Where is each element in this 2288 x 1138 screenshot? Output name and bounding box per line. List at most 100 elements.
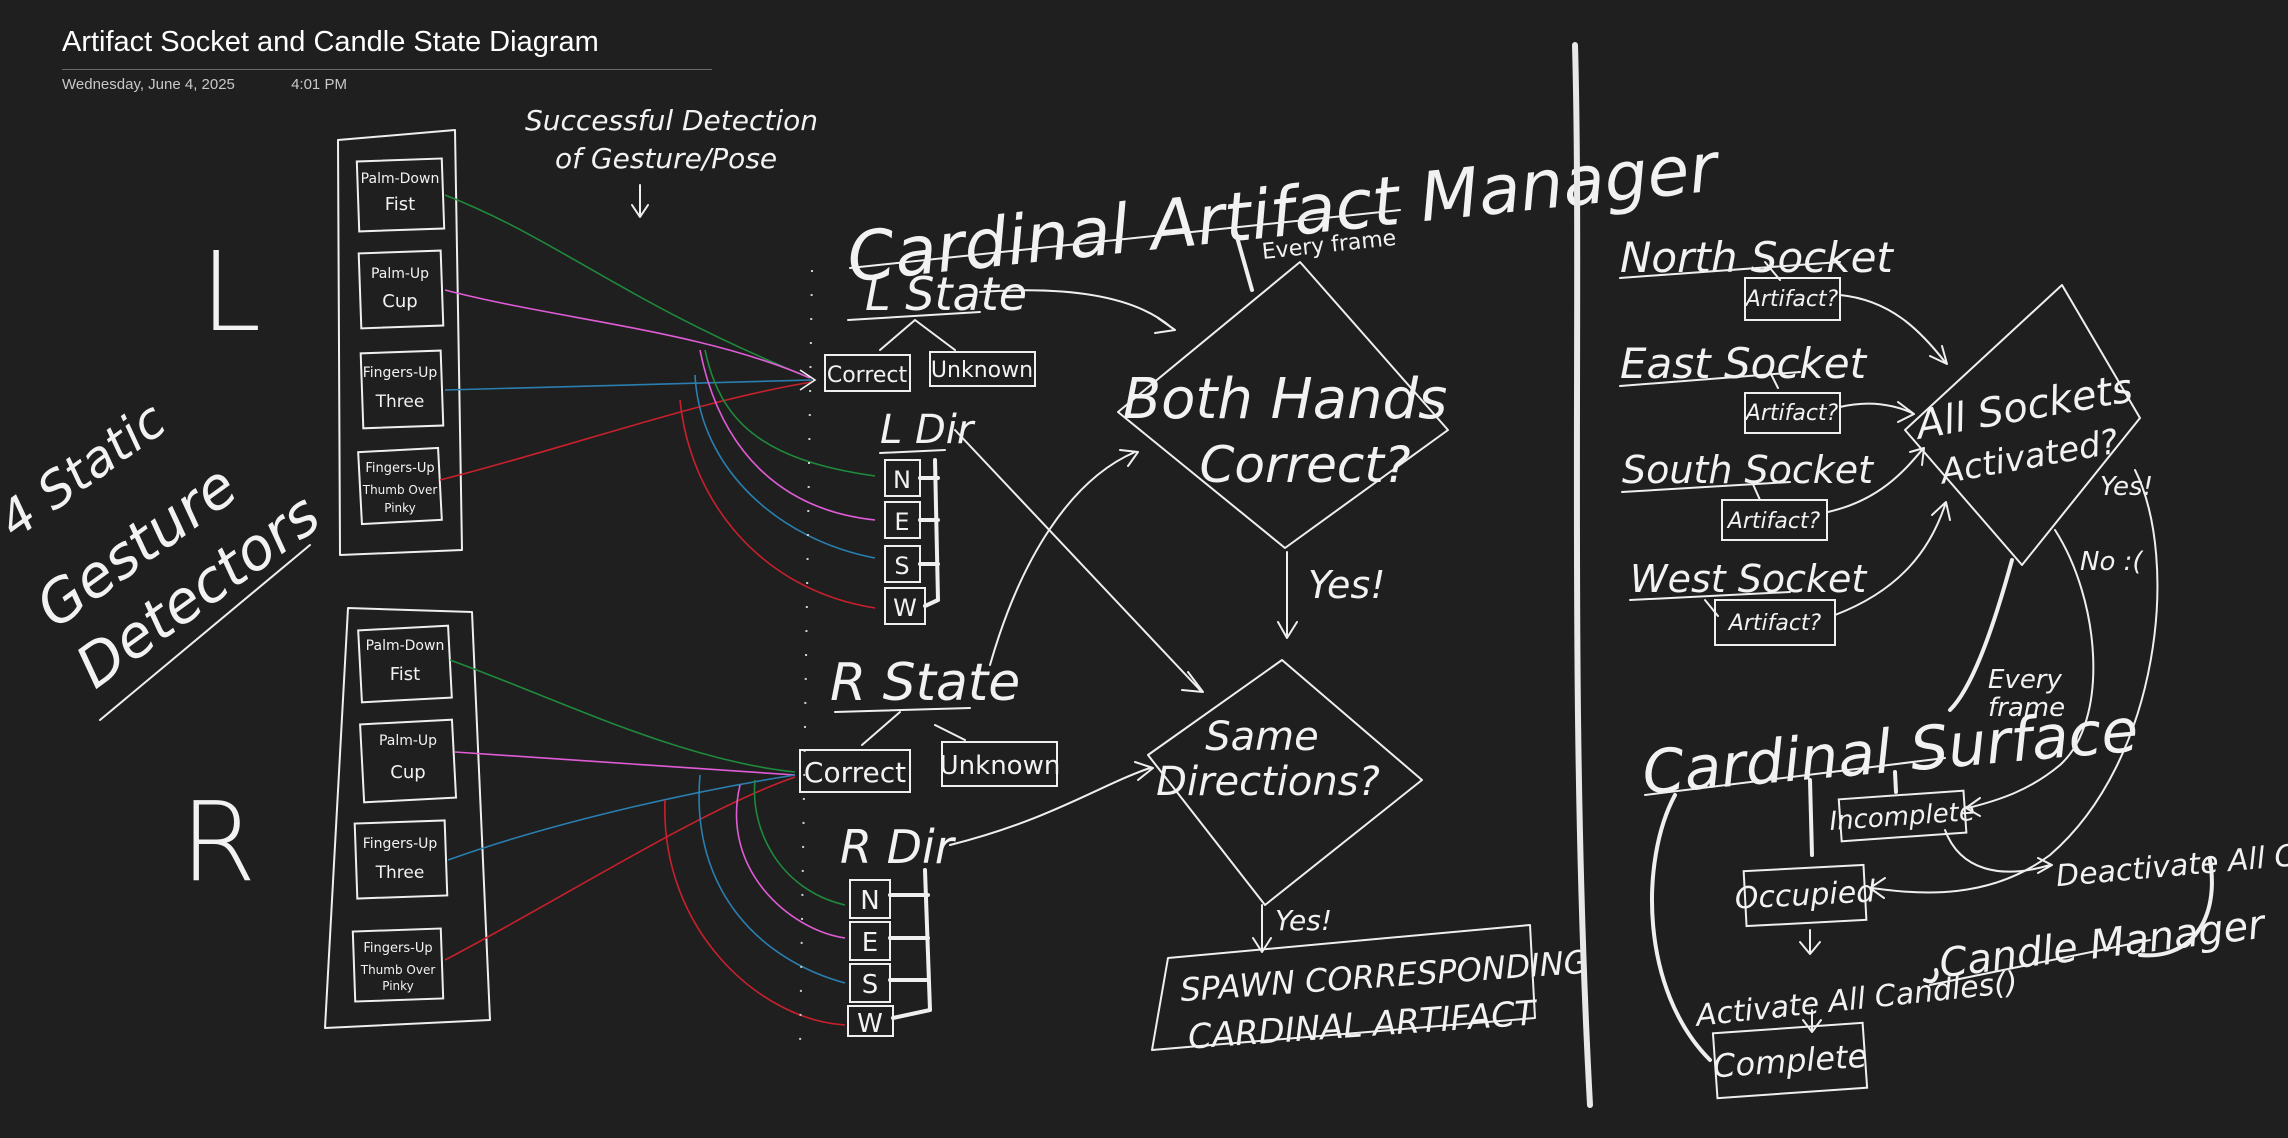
all-sockets-decision[interactable]: All Sockets Activated?	[1904, 284, 2141, 566]
right-gesture-pinky[interactable]: Fingers-Up Thumb Over Pinky	[351, 927, 445, 1003]
south-socket[interactable]: South Socket Artifact?	[1621, 448, 1875, 541]
page-header: Artifact Socket and Candle State Diagram…	[62, 26, 712, 93]
occupied-to-activate-arrow	[1799, 929, 1821, 955]
south-artifact-check: Artifact?	[1726, 509, 1821, 534]
l-state-branches	[847, 311, 981, 351]
l-dir-n: N	[893, 466, 911, 494]
gesture-label-r0a: Palm-Down	[366, 638, 445, 654]
both-hands-line2: Correct?	[1199, 436, 1410, 494]
left-gesture-three[interactable]: Fingers-Up Three	[359, 349, 445, 430]
same-directions-decision[interactable]: Same Directions?	[1147, 659, 1423, 906]
gesture-label-r3a: Fingers-Up	[363, 941, 432, 956]
l-correct-text: Correct	[827, 363, 908, 388]
l-dir-w: W	[893, 594, 917, 622]
l-dir-label: L Dir	[880, 407, 976, 453]
l-dir-list: N E S W	[884, 458, 940, 625]
left-detector-frame	[337, 129, 463, 556]
both-hands-decision[interactable]: Both Hands Correct?	[1117, 261, 1449, 549]
east-socket[interactable]: East Socket Artifact?	[1619, 339, 1868, 434]
right-detection-lines	[444, 659, 846, 1026]
no-to-incomplete-arrow	[1965, 529, 2095, 817]
gesture-label-l0b: Fist	[385, 194, 415, 215]
activate-to-complete-arrow	[1802, 1009, 1822, 1033]
r-correct-text: Correct	[804, 756, 906, 789]
l-dir-to-same-arrow	[954, 429, 1204, 693]
artifact-manager: Cardinal Artifact Manager Every frame L …	[799, 128, 1725, 1058]
detection-annotation: Successful Detection of Gesture/Pose	[525, 104, 818, 218]
right-gesture-three[interactable]: Fingers-Up Three	[353, 819, 449, 900]
gesture-label-r3c: Pinky	[382, 979, 414, 993]
right-gesture-cup[interactable]: Palm-Up Cup	[359, 718, 458, 804]
yes-label-2: Yes!	[1275, 904, 1332, 937]
west-arrow	[1834, 501, 1951, 616]
activate-link-curve	[1923, 968, 1939, 984]
occupied-state[interactable]: Occupied	[1734, 863, 1877, 928]
surface-title: Cardinal Surface	[1640, 696, 2141, 809]
every-frame-tick	[1233, 228, 1254, 292]
r-state-to-decision-arrow	[989, 449, 1139, 666]
west-artifact-check: Artifact?	[1727, 611, 1822, 636]
right-detector-frame	[324, 607, 491, 1029]
r-unknown-box[interactable]: Unknown	[940, 741, 1061, 787]
l-dir-e: E	[894, 508, 909, 536]
left-gesture-fist[interactable]: Palm-Down Fist	[355, 157, 446, 233]
r-dir-s: S	[862, 970, 879, 1000]
incomplete-state[interactable]: Incomplete	[1828, 789, 1976, 843]
left-gesture-pinky[interactable]: Fingers-Up Thumb Over Pinky	[357, 446, 443, 526]
incomplete-text: Incomplete	[1828, 797, 1975, 837]
every-frame-right-2: frame	[1988, 693, 2065, 723]
r-correct-box[interactable]: Correct	[799, 749, 911, 793]
west-socket[interactable]: West Socket Artifact?	[1629, 557, 1868, 646]
l-unknown-box[interactable]: Unknown	[929, 351, 1036, 387]
gesture-label-l3a: Fingers-Up	[365, 461, 434, 476]
r-dir-w: W	[857, 1009, 883, 1039]
left-detector-column: Palm-Down Fist Palm-Up Cup Fingers-Up Th…	[337, 129, 463, 556]
l-unknown-text: Unknown	[931, 358, 1033, 383]
surface-to-occupied	[1808, 778, 1814, 857]
r-unknown-text: Unknown	[940, 751, 1061, 781]
r-state-branches	[834, 707, 971, 746]
gesture-label-l1a: Palm-Up	[371, 266, 429, 282]
surface-to-incomplete	[1893, 770, 1898, 794]
page-title[interactable]: Artifact Socket and Candle State Diagram	[62, 26, 712, 70]
yes-to-occupied-arrow	[1869, 469, 2159, 899]
gesture-label-r1a: Palm-Up	[379, 733, 437, 749]
gesture-label-r3b: Thumb Over	[360, 963, 436, 977]
static-gesture-label: 4 Static Gesture Detectors	[0, 391, 332, 721]
page-meta: Wednesday, June 4, 2025 4:01 PM	[62, 76, 712, 93]
left-gesture-cup[interactable]: Palm-Up Cup	[357, 249, 445, 330]
gesture-label-r1b: Cup	[390, 762, 425, 783]
north-artifact-check: Artifact?	[1744, 287, 1839, 312]
surface-underline	[1644, 757, 1946, 796]
every-frame-right-connector	[1948, 558, 2014, 712]
detection-label-line1: Successful Detection	[525, 104, 818, 137]
gesture-label-l3b: Thumb Over	[362, 483, 438, 497]
same-dirs-line1: Same	[1205, 714, 1318, 760]
gesture-label-l0a: Palm-Down	[361, 171, 440, 187]
gesture-label-r2b: Three	[375, 863, 425, 883]
occupied-text: Occupied	[1734, 874, 1877, 916]
l-correct-box[interactable]: Correct	[824, 354, 911, 392]
gesture-label-r0b: Fist	[390, 664, 420, 685]
r-dir-bracket	[888, 868, 932, 1020]
manager-title-underline	[849, 209, 1401, 269]
detection-label-line2: of Gesture/Pose	[555, 142, 777, 175]
gesture-label-l3c: Pinky	[384, 501, 416, 515]
r-dir-list: N E S W	[847, 868, 932, 1039]
l-dir-bracket	[918, 458, 940, 608]
sockets-section: North Socket Artifact? East Socket Artif…	[1619, 233, 2153, 723]
complete-text: Complete	[1712, 1037, 1868, 1086]
north-socket[interactable]: North Socket Artifact?	[1619, 233, 1894, 321]
gesture-label-l2a: Fingers-Up	[363, 365, 438, 381]
right-gesture-fist[interactable]: Palm-Down Fist	[357, 624, 453, 704]
section-divider	[1572, 42, 1593, 1108]
east-artifact-check: Artifact?	[1744, 401, 1839, 426]
spawn-artifact-box[interactable]: SPAWN CORRESPONDING CARDINAL ARTIFACT	[1151, 924, 1590, 1058]
complete-state[interactable]: Complete	[1712, 1021, 1868, 1100]
page-time: 4:01 PM	[291, 76, 347, 93]
candle-manager-underline	[1929, 939, 2151, 986]
l-state-to-decision-arrow	[979, 289, 1176, 334]
l-dir-s: S	[894, 552, 909, 580]
yes-arrow-2	[1252, 904, 1272, 953]
